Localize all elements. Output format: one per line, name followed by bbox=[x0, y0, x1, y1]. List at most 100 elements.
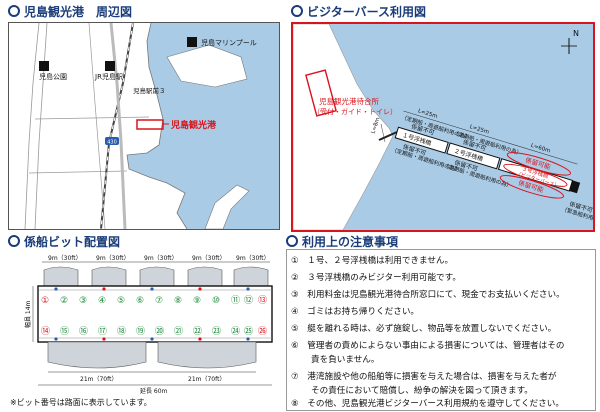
boat bbox=[139, 266, 175, 287]
terminal-building bbox=[305, 69, 337, 117]
note-item: ⑧ その他、児島観光港ビジターバース利用規約を遵守してください。 bbox=[291, 399, 564, 409]
road bbox=[24, 23, 40, 229]
terminal-label: 児島観光港待合所 bbox=[319, 96, 379, 106]
circle-bullet-icon bbox=[8, 5, 20, 17]
route-badge bbox=[105, 137, 119, 145]
road bbox=[88, 23, 106, 229]
bitt: ⑭ bbox=[41, 326, 50, 337]
circle-bullet-icon bbox=[286, 235, 298, 247]
visitor-zone-upper bbox=[506, 152, 571, 176]
route-road bbox=[109, 23, 127, 229]
top-span-label: 9m（30ft） bbox=[236, 255, 270, 262]
boat bbox=[233, 266, 269, 287]
note-item: ④ ゴミはお持ち帰りください。 bbox=[291, 307, 420, 317]
bitt-marker bbox=[246, 337, 250, 341]
route-label: 430 bbox=[107, 140, 117, 146]
note-item: ② ３号浮桟橋のみビジター利用可能です。 bbox=[291, 273, 461, 283]
breakwater bbox=[204, 184, 250, 229]
bottom-span-label: 21m（70ft） bbox=[188, 376, 225, 383]
bitt: ⑬ bbox=[258, 295, 267, 306]
railway bbox=[100, 23, 134, 229]
berth-map-svg: N 児島観光港待合所 （受付・ガイド・トイレ） L=8m L=25m L=25m… bbox=[293, 24, 593, 230]
bitt-marker bbox=[198, 337, 202, 341]
bitt: ㉖ bbox=[258, 326, 267, 337]
bitt: ⑳ bbox=[155, 326, 164, 337]
boat bbox=[187, 266, 223, 287]
area-map-svg: 430 児島マリンプール 児島公園 JR児島駅 児島駅前３ 児島観光港 bbox=[24, 23, 279, 229]
note-continuation: その責任において賠償し、紛争の解決を図って頂きます。 bbox=[311, 386, 533, 396]
bitt: ⑨ bbox=[193, 296, 201, 306]
note-item: ③ 利用料金は児島観光港待合所窓口にて、現金でお支払いください。 bbox=[291, 290, 565, 300]
boat bbox=[91, 266, 127, 287]
land-area bbox=[293, 24, 394, 230]
visitor-zone-lower bbox=[499, 175, 564, 199]
park-label: 児島公園 bbox=[39, 72, 67, 81]
l25b-label: L=25m bbox=[469, 124, 490, 136]
top-span-label: 9m（30ft） bbox=[48, 255, 82, 262]
bitt: ⑪ bbox=[231, 295, 240, 306]
boat-large bbox=[157, 341, 257, 369]
bitt-layout: 9m（30ft） 9m（30ft） 9m（30ft） 9m（30ft） 9m（3… bbox=[8, 250, 278, 410]
boat bbox=[43, 266, 79, 287]
l8-label: L=8m bbox=[371, 117, 382, 135]
area-map: 430 児島マリンプール 児島公園 JR児島駅 児島駅前３ 児島観光港 bbox=[8, 22, 280, 230]
note-item: ⑦ 港湾施設や他の船舶等に損害を与えた場合は、損害を与えた者が bbox=[291, 372, 557, 382]
upper-boats bbox=[43, 266, 269, 287]
bitt-marker bbox=[246, 287, 250, 291]
road bbox=[28, 170, 128, 174]
visitor-zone-center bbox=[503, 163, 568, 187]
station-street-label: 児島駅前３ bbox=[133, 86, 166, 95]
bitt: ⑱ bbox=[117, 326, 126, 337]
terminal-sub-label: （受付・ガイド・トイレ） bbox=[313, 107, 397, 116]
port-label: 児島観光港 bbox=[170, 119, 217, 131]
pontoon-end bbox=[569, 180, 581, 194]
bitt-footnote: ※ビット番号は路面に表示しています。 bbox=[10, 398, 152, 407]
dimension-line bbox=[403, 110, 456, 127]
coastline bbox=[126, 23, 188, 229]
bitt-marker bbox=[54, 337, 58, 341]
circle-bullet-icon bbox=[8, 235, 20, 247]
title-bitt-layout: 係船ビット配置図 bbox=[8, 235, 120, 249]
berth-map: N 児島観光港待合所 （受付・ガイド・トイレ） L=8m L=25m L=25m… bbox=[291, 22, 595, 232]
bitt: ⑫ bbox=[244, 295, 253, 306]
width-label: 幅員 14m bbox=[24, 300, 32, 328]
bitt-layout-svg: 9m（30ft） 9m（30ft） 9m（30ft） 9m（30ft） 9m（3… bbox=[24, 255, 273, 395]
bitt: ⑧ bbox=[174, 296, 182, 306]
bitt: ㉓ bbox=[212, 326, 221, 337]
road bbox=[34, 23, 48, 229]
notes-box: ① １号、２号浮桟橋は利用できません。 ② ３号浮桟橋のみビジター利用可能です。… bbox=[286, 249, 596, 411]
bitt: ⑦ bbox=[155, 296, 163, 306]
bitt: ⑯ bbox=[79, 326, 88, 337]
bitt-marker bbox=[198, 287, 202, 291]
bitt: ⑲ bbox=[136, 326, 145, 337]
access-bridge bbox=[378, 131, 398, 141]
station-marker bbox=[105, 61, 115, 71]
dimension-line bbox=[506, 142, 578, 165]
bitt: ④ bbox=[98, 296, 106, 306]
pontoon-1 bbox=[394, 126, 449, 154]
note-item: ⑥ 管理者の責めによらない事由による損害については、管理者はその bbox=[291, 341, 565, 351]
top-span-label: 9m（30ft） bbox=[96, 255, 130, 262]
l25a-label: L=25m bbox=[417, 108, 438, 120]
length-label: 延長 60m bbox=[140, 387, 168, 395]
bitt: ㉒ bbox=[193, 326, 202, 337]
title-visitor-berth: ビジターバース利用図 bbox=[291, 5, 426, 19]
note-item: ① １号、２号浮桟橋は利用できません。 bbox=[291, 256, 454, 266]
north-label: N bbox=[573, 29, 579, 38]
marina-pool-marker bbox=[187, 37, 197, 47]
bitt: ㉕ bbox=[244, 326, 253, 337]
pontoon-deck bbox=[37, 285, 273, 343]
island-land bbox=[166, 44, 248, 88]
top-span-label: 9m（30ft） bbox=[144, 255, 178, 262]
bitt: ⑤ bbox=[117, 296, 125, 306]
park-marker bbox=[39, 61, 49, 71]
bitt: ① bbox=[41, 296, 49, 306]
bitt-marker bbox=[150, 287, 154, 291]
bottom-span-label: 21m（70ft） bbox=[80, 376, 117, 383]
bitt-marker bbox=[102, 337, 106, 341]
dimension-line bbox=[454, 126, 507, 143]
bitt: ⑰ bbox=[98, 326, 107, 337]
note-item: ⑤ 艇を離れる時は、必ず施錠し、物品等を放置しないでください。 bbox=[291, 324, 557, 334]
marina-pool-label: 児島マリンプール bbox=[201, 38, 257, 47]
bitt-marker bbox=[150, 337, 154, 341]
